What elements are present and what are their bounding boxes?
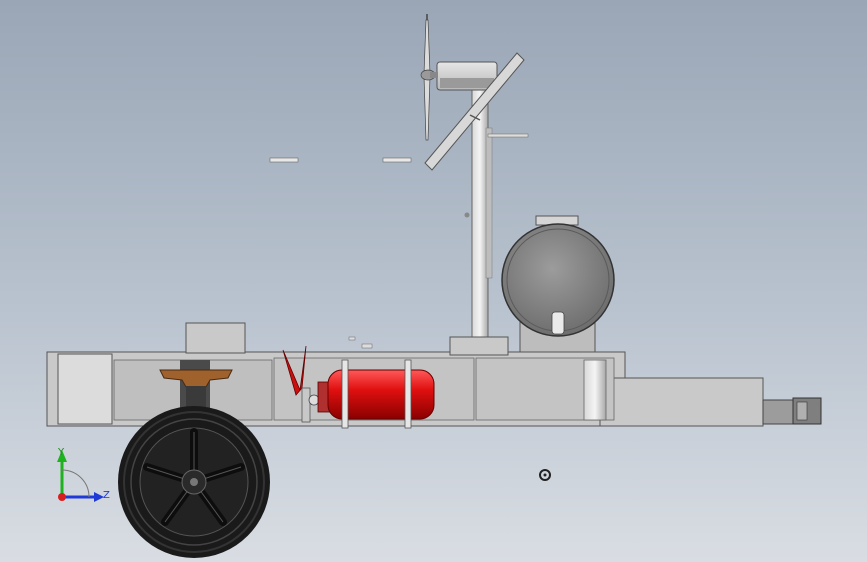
suspension-bracket: [159, 360, 233, 410]
fire-extinguisher-icon: [282, 345, 435, 429]
gear-icon: [539, 469, 551, 481]
solar-panel-icon: [424, 52, 525, 171]
water-tank-icon: [501, 215, 615, 355]
wind-turbine-icon: [420, 14, 529, 339]
y-axis-label: Y: [57, 447, 65, 458]
z-axis-label: Z: [103, 490, 110, 501]
coordinate-triad-icon: Y Z: [57, 447, 110, 502]
wheel-icon: [118, 406, 270, 558]
